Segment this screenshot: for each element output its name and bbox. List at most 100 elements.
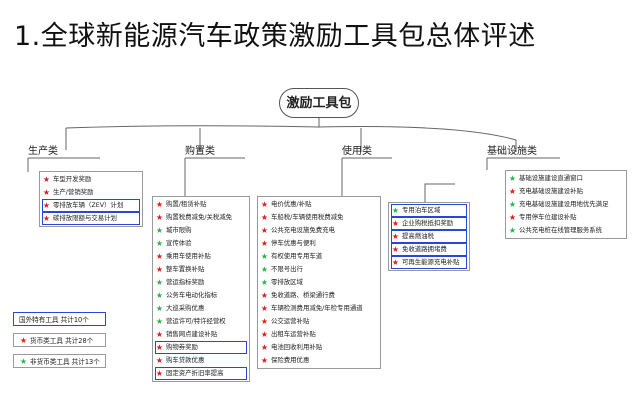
tool-item: ★乘用车使用补贴 — [155, 250, 247, 263]
tool-item: ★车辆检测费用减免/年检专用通道 — [260, 302, 378, 315]
tool-item-label: 充电基础设施建设补贴 — [519, 187, 583, 196]
tool-item: ★充电基础设施建设用地优先满足 — [508, 198, 624, 211]
tool-item: ★提高燃油税 — [391, 230, 467, 243]
tool-item: ★公务车电动化指标 — [155, 289, 247, 302]
usage-side-tool-list: ★专用泊车区域★企业购税抵扣奖励★提高燃油税★免收道路拥堵费★可再生能源充电补贴 — [388, 202, 470, 272]
red-star-icon: ★ — [19, 335, 28, 345]
tool-item-label: 公共充电设施免费充电 — [271, 226, 335, 235]
tool-item-label: 车辆检测费用减免/年检专用通道 — [271, 304, 363, 313]
tool-item: ★零排放区域 — [260, 276, 378, 289]
red-star-icon: ★ — [42, 214, 51, 224]
tool-item-label: 乘用车使用补贴 — [166, 252, 211, 261]
tool-item-label: 可再生能源充电补贴 — [402, 258, 460, 267]
red-star-icon: ★ — [391, 219, 400, 229]
green-star-icon: ★ — [260, 252, 269, 262]
green-star-icon: ★ — [391, 206, 400, 216]
green-star-icon: ★ — [508, 200, 517, 210]
green-star-icon: ★ — [155, 304, 164, 314]
tool-item-label: 公交运营补贴 — [271, 317, 310, 325]
red-star-icon: ★ — [260, 226, 269, 236]
red-star-icon: ★ — [391, 232, 400, 242]
page-title: 1.全球新能源汽车政策激励工具包总体评述 — [14, 21, 536, 52]
tool-item: ★保险费用优惠 — [260, 354, 378, 367]
legend-label: 非货币类工具 共计13个 — [30, 358, 100, 366]
red-star-icon: ★ — [260, 291, 269, 301]
tool-item: ★不限号出行 — [260, 263, 378, 276]
tool-item: ★公共充电桩在线管理服务系统 — [508, 224, 624, 237]
green-star-icon: ★ — [155, 317, 164, 326]
red-star-icon: ★ — [155, 368, 164, 378]
tool-item-label: 车船税/车辆使用税费减免 — [271, 213, 344, 222]
red-star-icon: ★ — [508, 213, 517, 223]
tool-item: ★城市限购 — [155, 224, 247, 237]
tool-item-label: 营运许可/特许经营权 — [166, 317, 226, 325]
tool-item: ★销售网点建设补贴 — [155, 328, 247, 341]
category-label-usage: 使用类 — [342, 146, 372, 157]
tool-item-label: 有权使用专用车道 — [271, 252, 323, 261]
tool-item: ★营运许可/特许经营权 — [155, 315, 247, 328]
red-star-icon: ★ — [260, 355, 269, 365]
red-star-icon: ★ — [155, 329, 164, 339]
tool-item: ★出租车运营补贴 — [260, 328, 378, 341]
tool-item-label: 停车优惠与便利 — [271, 239, 316, 248]
red-star-icon: ★ — [260, 213, 269, 223]
tool-item-label: 零排放车辆（ZEV）计划 — [53, 201, 124, 210]
tool-item-label: 免收道路拥堵费 — [402, 245, 447, 254]
tool-item-label: 购置税费减免/关税减免 — [166, 213, 233, 222]
red-star-icon: ★ — [260, 200, 269, 210]
red-star-icon: ★ — [155, 355, 164, 365]
tool-item: ★碳排放限额与交易计划 — [42, 212, 140, 225]
tool-item-label: 生产/营销奖励 — [53, 188, 94, 197]
tool-item: ★电池回收利用补贴 — [260, 341, 378, 354]
tool-item-label: 电价优惠/补贴 — [271, 200, 312, 209]
production-tool-list: ★车型开发奖励★生产/营销奖励★零排放车辆（ZEV）计划★碳排放限额与交易计划 — [39, 171, 143, 228]
tool-item-label: 购置/租赁补贴 — [166, 200, 207, 209]
red-star-icon: ★ — [42, 201, 51, 211]
tool-item-label: 公务车电动化指标 — [166, 291, 218, 300]
tool-item: ★零排放车辆（ZEV）计划 — [42, 199, 140, 212]
category-label-purchase: 购置类 — [185, 146, 215, 157]
red-star-icon: ★ — [42, 188, 51, 198]
tool-item: ★生产/营销奖励 — [42, 186, 140, 199]
tool-item-label: 充电基础设施建设用地优先满足 — [519, 200, 609, 209]
category-label-production: 生产类 — [28, 146, 58, 157]
tool-item-label: 保险费用优惠 — [271, 355, 310, 364]
red-star-icon: ★ — [155, 265, 164, 275]
tool-item: ★有权使用专用车道 — [260, 250, 378, 263]
category-label-infrastructure: 基础设施类 — [487, 146, 537, 157]
tool-item-label: 提高燃油税 — [402, 232, 434, 241]
tool-item: ★购置税费减免/关税减免 — [155, 211, 247, 224]
purchase-tool-list: ★购置/租赁补贴★购置税费减免/关税减免★城市限购★宣传体验★乘用车使用补贴★整… — [152, 196, 250, 383]
tool-item: ★车船税/车辆使用税费减免 — [260, 211, 378, 224]
tool-item: ★营运指标奖励 — [155, 276, 247, 289]
red-star-icon: ★ — [260, 239, 269, 249]
tool-item-label: 购车贷款优惠 — [166, 355, 205, 364]
green-star-icon: ★ — [155, 226, 164, 236]
tool-item-label: 整车置换补贴 — [166, 265, 205, 274]
tool-item: ★大巡采购优惠 — [155, 302, 247, 315]
green-star-icon: ★ — [508, 226, 517, 236]
tool-item: ★购车贷款优惠 — [155, 354, 247, 367]
tool-item-label: 不限号出行 — [271, 265, 303, 274]
tool-item-label: 大巡采购优惠 — [166, 304, 205, 313]
red-star-icon: ★ — [155, 252, 164, 262]
tool-item-label: 出租车运营补贴 — [271, 329, 316, 338]
red-star-icon: ★ — [155, 213, 164, 223]
tool-item-label: 车型开发奖励 — [53, 175, 92, 184]
usage-tool-list: ★电价优惠/补贴★车船税/车辆使用税费减免★公共充电设施免费充电★停车优惠与便利… — [257, 196, 381, 370]
legend-item: 国外特有工具 共计10个 — [13, 312, 106, 326]
tool-item: ★充电基础设施建设补贴 — [508, 185, 624, 198]
tool-item-label: 专用泊车区域 — [402, 206, 441, 215]
tool-item-label: 销售网点建设补贴 — [166, 329, 218, 338]
tool-item-label: 城市限购 — [166, 226, 192, 235]
green-star-icon: ★ — [260, 278, 269, 288]
tool-item: ★公交运营补贴 — [260, 315, 378, 328]
tool-item-label: 固定资产折旧率提高 — [166, 368, 224, 377]
tool-item-label: 营运指标奖励 — [166, 278, 205, 287]
tool-item: ★车型开发奖励 — [42, 173, 140, 186]
red-star-icon: ★ — [155, 342, 164, 352]
green-star-icon: ★ — [155, 291, 164, 301]
root-node: 激励工具包 — [279, 88, 359, 118]
legend-item: ★货币类工具 共计28个 — [13, 333, 106, 347]
tool-item-label: 基础设施建设直通窗口 — [519, 174, 583, 183]
